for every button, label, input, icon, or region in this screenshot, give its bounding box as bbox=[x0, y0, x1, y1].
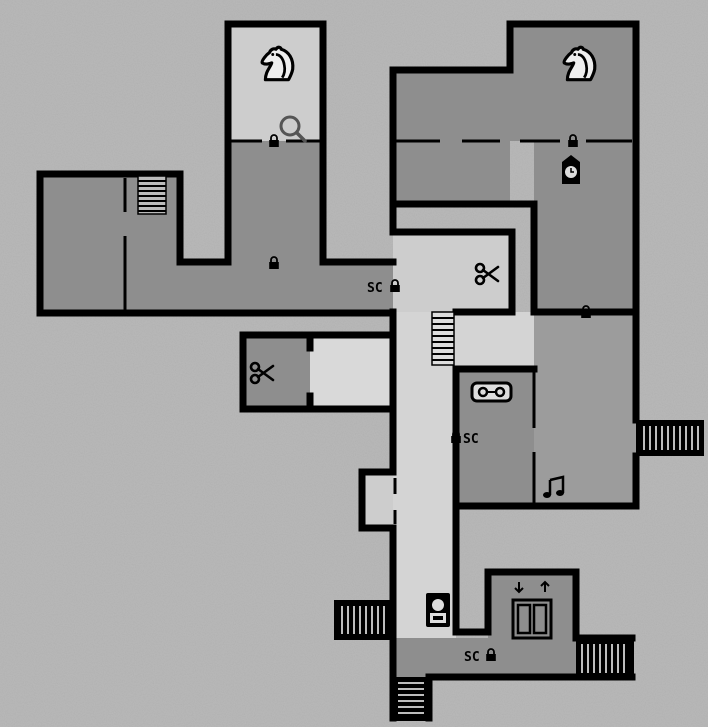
clock-icon[interactable] bbox=[562, 155, 580, 184]
clock-room[interactable] bbox=[534, 141, 636, 312]
corridor-alcove[interactable] bbox=[362, 472, 393, 528]
stairs-icon[interactable] bbox=[137, 175, 455, 366]
stairs-southeast[interactable] bbox=[576, 638, 634, 679]
south-corridor[interactable] bbox=[393, 638, 488, 677]
stair-landing[interactable] bbox=[456, 312, 534, 369]
save-code-label: SC bbox=[367, 281, 383, 296]
elevator-icon[interactable] bbox=[511, 580, 553, 640]
stairs-east[interactable] bbox=[636, 420, 704, 456]
north-lower-room[interactable] bbox=[228, 141, 323, 262]
save-code-label: SC bbox=[463, 432, 479, 447]
stairs-south[interactable] bbox=[393, 677, 429, 721]
stairs-southwest[interactable] bbox=[334, 600, 396, 640]
rooms bbox=[40, 24, 636, 677]
interior-walls bbox=[123, 139, 632, 524]
ne-room-west[interactable] bbox=[393, 70, 510, 204]
east-room[interactable] bbox=[534, 312, 636, 506]
west-room-left[interactable] bbox=[40, 174, 125, 313]
music-note-icon[interactable] bbox=[543, 475, 565, 498]
horse-room-north[interactable] bbox=[228, 24, 323, 141]
elevator-room[interactable] bbox=[488, 572, 576, 677]
save-code-label: SC bbox=[464, 650, 480, 665]
typewriter-icon[interactable] bbox=[426, 593, 450, 627]
central-corridor[interactable] bbox=[393, 312, 456, 638]
west-corridor[interactable] bbox=[125, 262, 393, 313]
horse-room-ne[interactable] bbox=[510, 24, 636, 141]
west-passage[interactable] bbox=[310, 335, 393, 409]
magnifier-icon[interactable] bbox=[279, 115, 307, 143]
cassette-icon[interactable] bbox=[470, 381, 513, 403]
save-room-central[interactable] bbox=[393, 232, 512, 312]
scissors-room-west[interactable] bbox=[243, 335, 310, 409]
